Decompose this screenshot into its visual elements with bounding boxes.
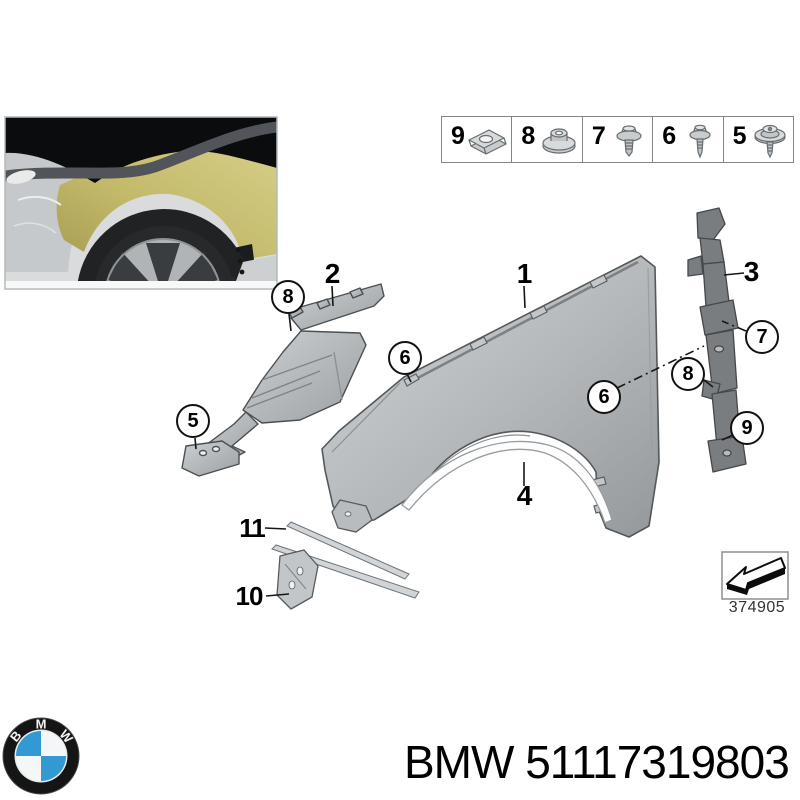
part-number-text: BMW 51117319803 [404,736,790,788]
callout-number: 9 [741,417,753,439]
screw-with-washer-icon [616,125,642,157]
callout-number: 5 [187,410,199,432]
self-tapping-screw-icon [689,124,711,159]
direction-arrow-icon [726,557,786,595]
part-label-2: 2 [324,258,341,289]
legend-cell-8: 8 [511,117,581,162]
callout-number: 6 [598,386,610,408]
arch-trim-part-4 [401,440,613,524]
strip-part-10 [271,544,420,610]
callout-5: 5 [176,404,210,438]
part-label-3: 3 [743,256,760,287]
leader-lines [194,272,747,597]
legend-number: 6 [662,122,677,150]
callout-number: 8 [282,286,294,308]
legend-cell-5: 5 [722,117,793,162]
side-bracket-part-3 [687,207,747,473]
callout-number: 7 [756,326,768,348]
part-label-11: 11 [239,513,265,543]
legend-number: 5 [732,122,747,150]
ref-arrow-box [721,551,789,600]
part-label-10: 10 [235,581,264,611]
bmw-roundel-logo: B M W [2,716,80,795]
strip-part-11 [286,521,410,580]
legend-cell-9: 9 [442,117,511,162]
fastener-legend: 9 8 7 [441,116,794,163]
part-label-1: 1 [516,258,533,289]
legend-number: 9 [451,122,465,150]
callout-6: 6 [388,341,422,375]
callout-8: 8 [271,280,305,314]
callout-9: 9 [730,411,764,445]
clip-nut-icon [468,129,508,155]
diagram-ref-code: 374905 [728,599,786,616]
callout-6: 6 [587,380,621,414]
flange-nut-icon [542,128,576,154]
legend-number: 8 [521,122,536,150]
callout-number: 6 [399,347,411,369]
legend-cell-6: 6 [652,117,722,162]
legend-cell-7: 7 [581,117,652,162]
screw-with-large-washer-icon [754,124,786,159]
vehicle-photo-inset [4,116,278,290]
logo-letter-m: M [36,716,47,731]
support-bracket-part-2 [181,283,385,477]
callout-7: 7 [745,320,779,354]
part-label-4: 4 [516,480,533,511]
legend-number: 7 [591,122,606,150]
callout-number: 8 [682,363,694,385]
callout-8: 8 [671,357,705,391]
